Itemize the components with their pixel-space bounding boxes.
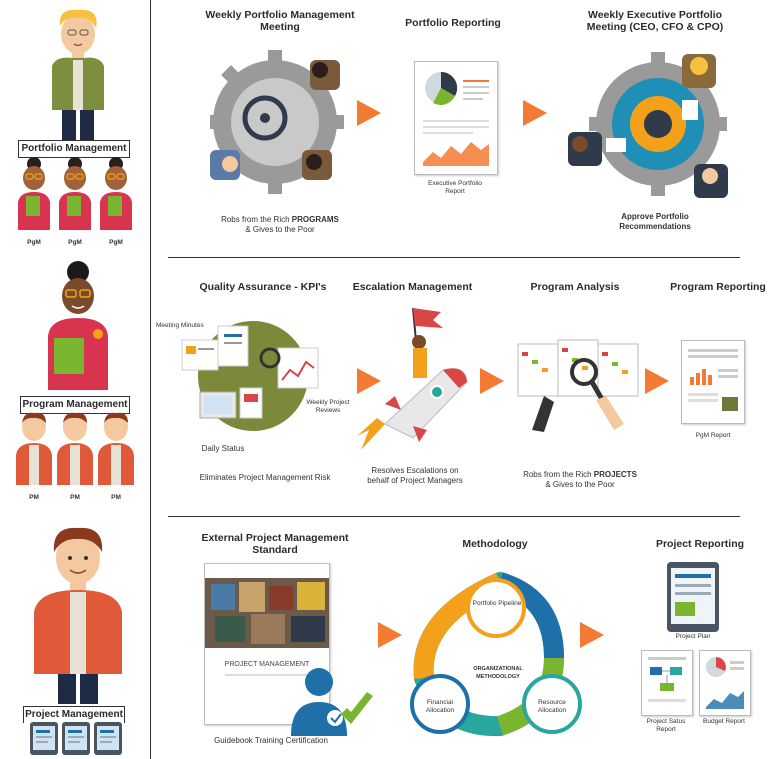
org-methodology-label: ORGANIZATIONAL METHODOLOGY: [473, 666, 523, 680]
daily-status-label: Daily Status: [201, 444, 245, 453]
pm-figures: [16, 412, 134, 485]
certification-icon: [291, 668, 373, 736]
quality-assurance-title: Quality Assurance - KPI's: [199, 281, 327, 293]
arrow-right-icon: [357, 368, 381, 394]
qa-caption: Eliminates Project Management Risk: [199, 473, 331, 482]
executive-portfolio-report-caption: Executive Portfolio Report: [428, 180, 482, 195]
portfolio-manager-figure: [52, 9, 104, 140]
arrow-right-icon: [480, 368, 504, 394]
pm-label-2: PM: [70, 494, 80, 501]
project-reporting-title: Project Reporting: [655, 538, 745, 550]
arrow-right-icon: [378, 622, 402, 648]
pgm-label-1: PgM: [27, 239, 41, 246]
rocket-illustration: [357, 307, 468, 450]
pgm-figures: [18, 157, 132, 230]
escalation-title: Escalation Management: [352, 281, 473, 293]
executive-portfolio-report-page: [414, 61, 498, 175]
pm-label-3: PM: [111, 494, 121, 501]
project-plan-tablet: [667, 562, 719, 632]
sidebar-divider: [150, 0, 151, 759]
budget-report-label: Budget Report: [703, 718, 745, 725]
approve-portfolio-caption: Approve Portfolio Recommendations: [619, 212, 691, 231]
escalation-caption: Resolves Escalations on behalf of Projec…: [367, 466, 463, 485]
portfolio-reporting-title: Portfolio Reporting: [405, 17, 501, 29]
meeting-minutes-label: Meeting Minutes: [156, 322, 204, 329]
arrow-right-icon: [357, 100, 381, 126]
pgm-label-3: PgM: [109, 239, 123, 246]
pm-standard-book: PROJECT MANAGEMENT: [204, 563, 330, 725]
program-analysis-title: Program Analysis: [530, 281, 620, 293]
portfolio-pipeline-label: Portfolio Pipeline: [472, 600, 522, 607]
pgm-label-2: PgM: [68, 239, 82, 246]
arrow-right-icon: [523, 100, 547, 126]
program-reporting-title: Program Reporting: [670, 281, 766, 293]
status-report-page: [641, 650, 693, 716]
weekly-meeting-caption: Robs from the Rich PROGRAMS& Gives to th…: [221, 215, 339, 234]
weekly-project-reviews-label: Weekly Project Reviews: [306, 399, 350, 414]
book-title: PROJECT MANAGEMENT: [225, 661, 310, 668]
program-analysis-illustration: [517, 339, 639, 432]
pm-label-1: PM: [29, 494, 39, 501]
arrow-right-icon: [645, 368, 669, 394]
project-management-label: Project Management: [23, 706, 125, 723]
resource-allocation-label: Resource Allocation: [537, 699, 567, 714]
pgm-report-caption: PgM Report: [695, 432, 731, 439]
budget-report-page: [699, 650, 751, 716]
program-manager-figure: [48, 261, 108, 390]
arrow-right-icon: [580, 622, 604, 648]
executive-meeting-title: Weekly Executive Portfolio Meeting (CEO,…: [586, 9, 724, 33]
executive-gear-illustration: [568, 52, 728, 198]
financial-allocation-label: Financial Allocation: [425, 699, 455, 714]
external-standard-title: External Project Management Standard: [201, 532, 349, 556]
tablet-icons: [30, 722, 122, 755]
row-divider-2: [168, 516, 740, 517]
project-plan-label: Project Plan: [675, 633, 711, 640]
methodology-title: Methodology: [462, 538, 528, 550]
methodology-diagram: [410, 572, 582, 737]
guidebook-caption: Guidebook Training Certification: [214, 736, 328, 745]
row-divider-1: [168, 257, 740, 258]
pgm-report-page: [681, 340, 745, 424]
project-manager-figure: [34, 527, 122, 704]
gear-meeting-illustration: [210, 50, 344, 194]
status-report-label: Project Satus Report: [646, 718, 686, 733]
qa-illustration: [181, 321, 319, 431]
program-analysis-caption: Robs from the Rich PROJECTS& Gives to th…: [523, 470, 637, 489]
weekly-meeting-title: Weekly Portfolio Management Meeting: [205, 9, 355, 33]
